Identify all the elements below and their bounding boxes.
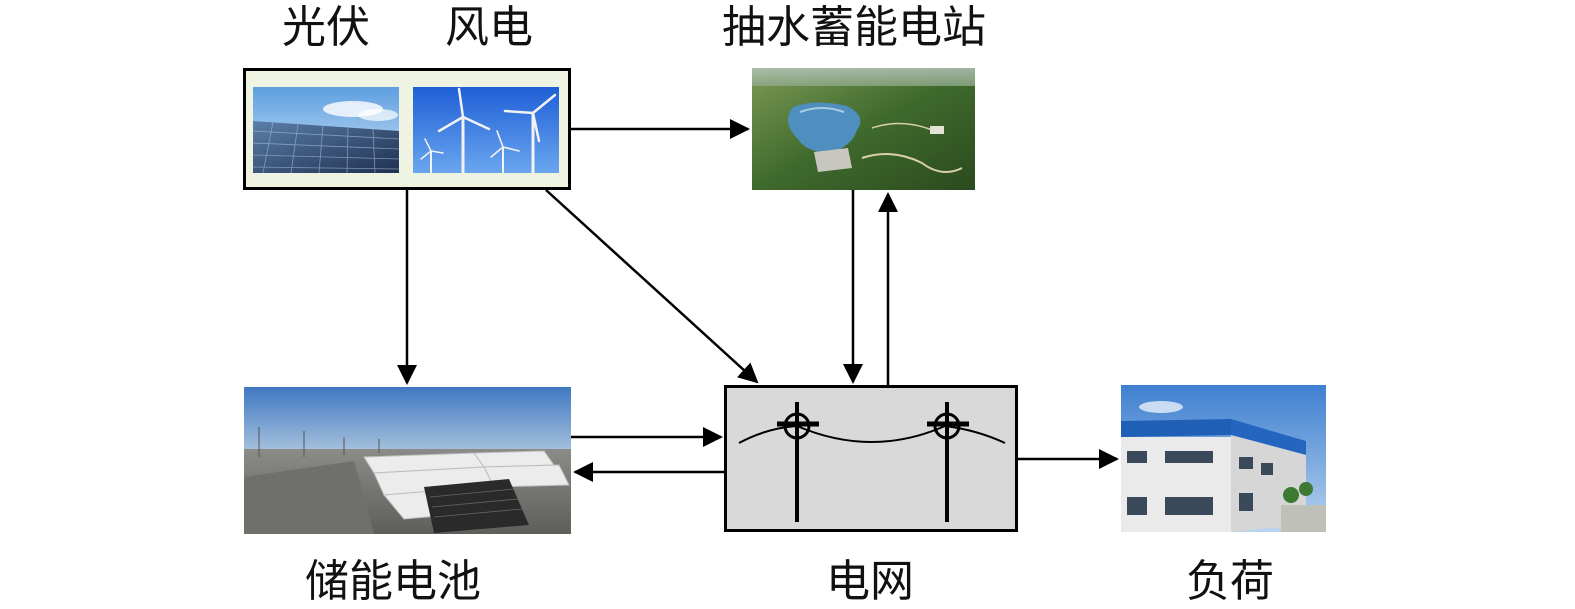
- solar-panel-photo: [253, 87, 399, 173]
- load-label: 负荷: [1186, 556, 1274, 607]
- renewable-source-box: [243, 68, 571, 190]
- power-pole-icon: [738, 402, 1006, 522]
- grid-box: [724, 385, 1018, 532]
- factory-building-photo: [1121, 385, 1326, 532]
- battery-label: 储能电池: [305, 556, 481, 607]
- reservoir-aerial-photo: [752, 68, 975, 190]
- wind-turbine-photo: [413, 87, 559, 173]
- wind-label: 风电: [445, 2, 533, 53]
- battery-container-photo: [244, 387, 571, 534]
- solar-label: 光伏: [282, 2, 370, 53]
- grid-label: 电网: [826, 556, 914, 607]
- arrow-renewables-to-grid: [545, 189, 759, 384]
- pumped-storage-label: 抽水蓄能电站: [722, 2, 986, 53]
